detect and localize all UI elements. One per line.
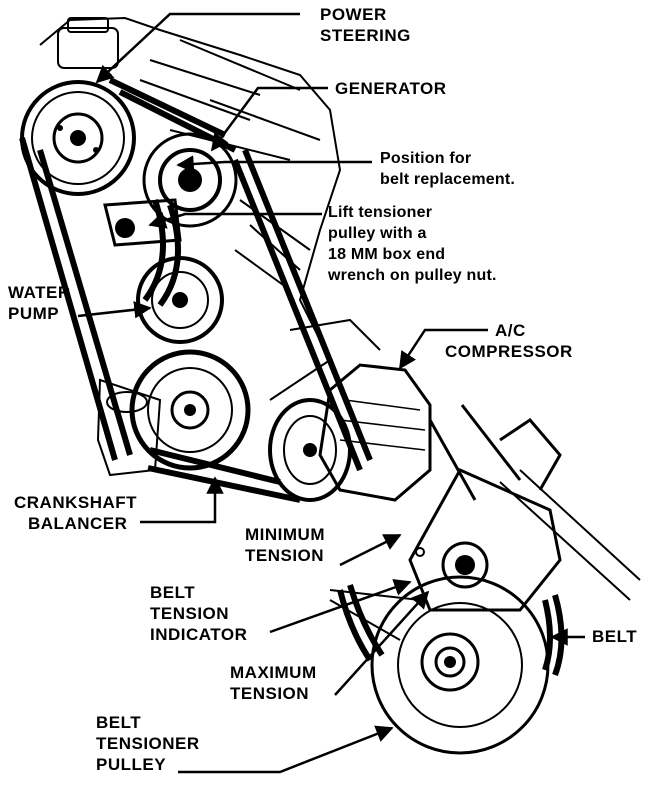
leader-ac-compressor [398, 328, 488, 370]
leader-generator [210, 86, 328, 152]
tensioner-detail [329, 404, 641, 755]
label-lift-note: Lift tensioner pulley with a 18 MM box e… [328, 204, 497, 284]
leader-water-pump [77, 301, 152, 319]
label-belt: BELT [592, 627, 638, 646]
leader-lift-note [148, 211, 322, 229]
label-power-steering: POWER STEERING [320, 5, 411, 45]
label-belt-tension-indicator: BELT TENSION INDICATOR [150, 583, 248, 644]
serpentine-belt [19, 77, 373, 503]
leader-belt-tension-indicator [269, 579, 412, 634]
label-minimum-tension: MINIMUM TENSION [245, 525, 325, 565]
leader-position-note [176, 155, 372, 173]
ac-compressor [268, 363, 432, 502]
power-steering-pulley [20, 80, 136, 196]
crankshaft-balancer-pulley [129, 349, 251, 471]
label-maximum-tension: MAXIMUM TENSION [230, 663, 317, 703]
label-belt-tensioner-pulley: BELT TENSIONER PULLEY [96, 713, 200, 774]
label-crankshaft-balancer: CRANKSHAFT BALANCER [14, 493, 138, 533]
label-ac-compressor: A/C COMPRESSOR [445, 321, 573, 361]
leader-crankshaft [140, 476, 224, 524]
leader-tensioner-pulley [178, 725, 394, 774]
label-water-pump: WATER PUMP [8, 283, 71, 323]
leader-maximum-tension [334, 590, 430, 696]
leader-minimum-tension [339, 533, 402, 567]
generator-pulley [142, 132, 238, 228]
water-pump-pulley [136, 256, 224, 344]
label-generator: GENERATOR [335, 79, 447, 98]
label-position-note: Position for belt replacement. [380, 150, 516, 188]
leader-lines [77, 12, 585, 774]
leader-power-steering [95, 12, 300, 84]
